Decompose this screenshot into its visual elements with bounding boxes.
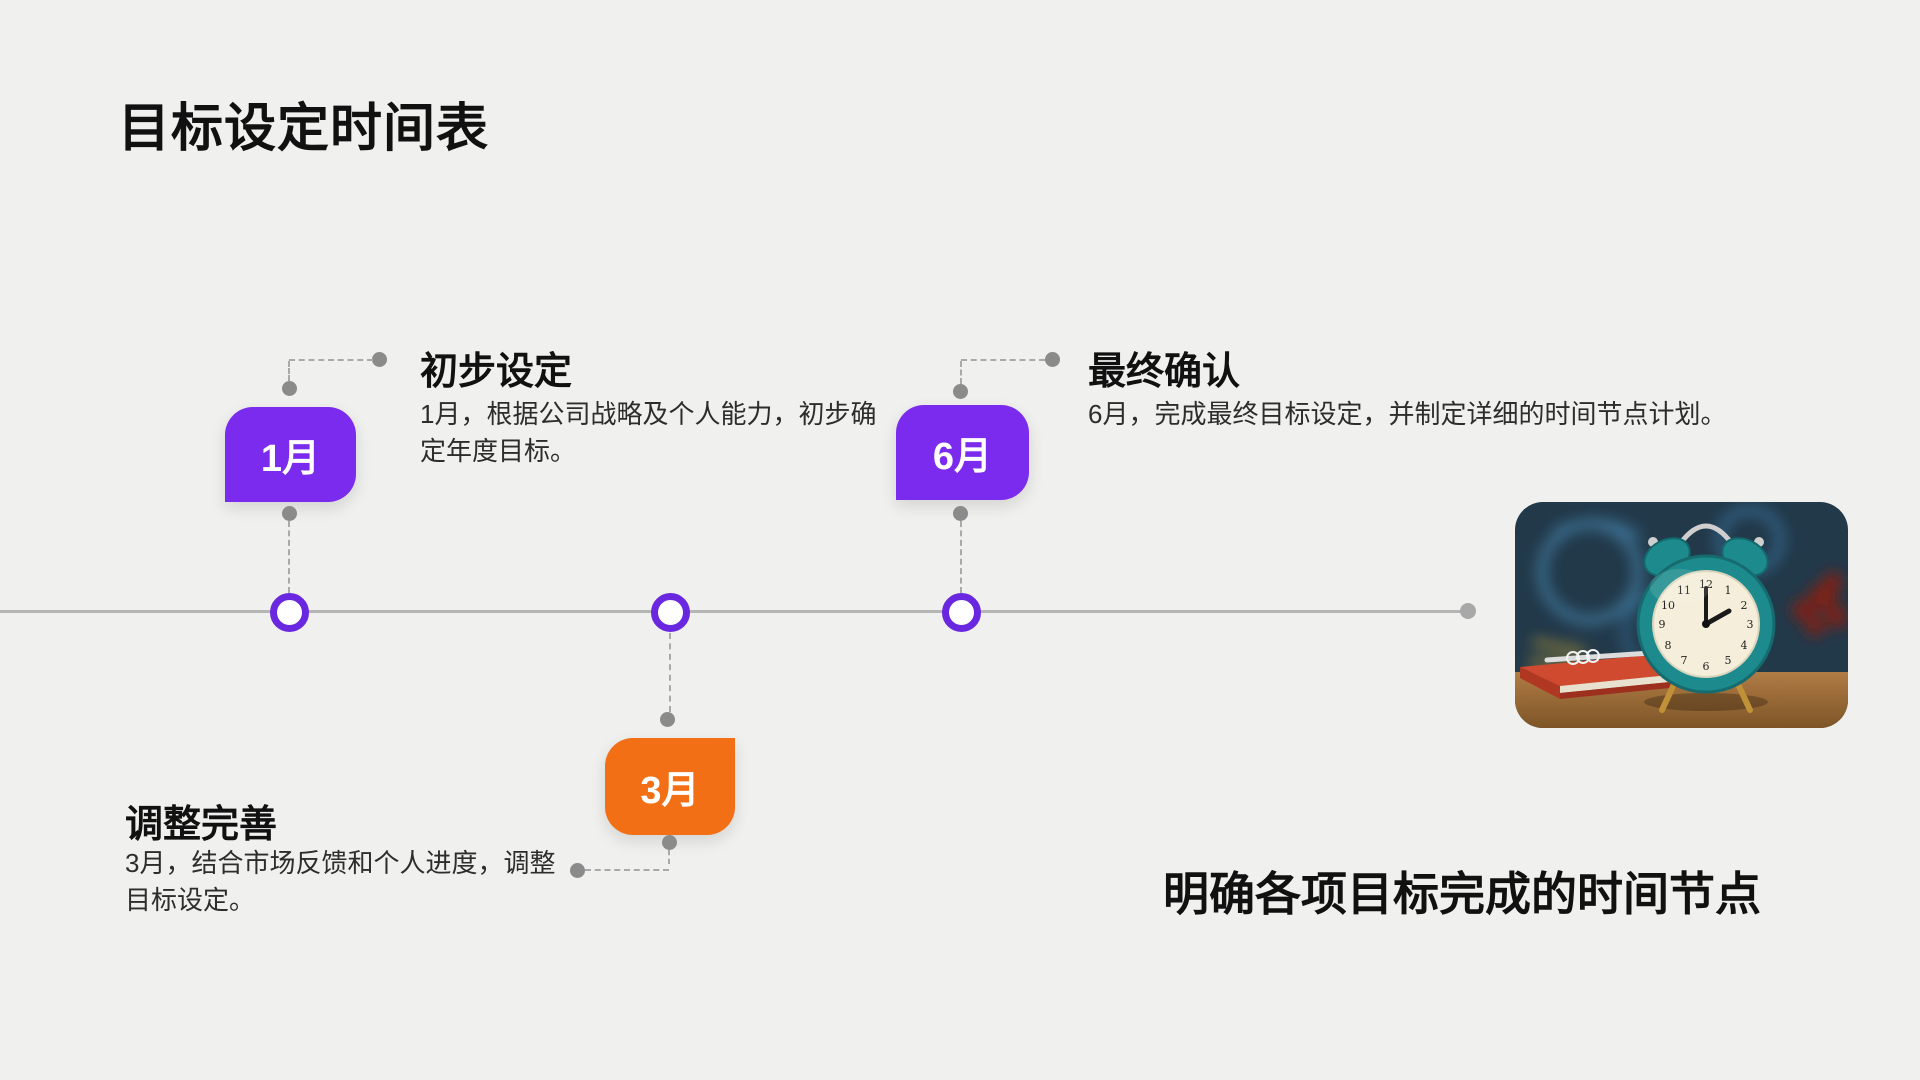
connector-dot xyxy=(570,863,585,878)
svg-text:1: 1 xyxy=(1725,584,1732,597)
connector-line xyxy=(668,850,670,864)
timeline-node-jun xyxy=(942,593,981,632)
svg-text:5: 5 xyxy=(1725,654,1732,667)
timeline-line xyxy=(0,610,1469,613)
month-badge-mar: 3月 xyxy=(605,738,735,835)
milestone-heading-jun: 最终确认 xyxy=(1088,351,1241,393)
connector-dot xyxy=(660,712,675,727)
connector-line xyxy=(669,633,671,712)
connector-line xyxy=(288,361,290,381)
svg-text:2: 2 xyxy=(1741,599,1748,612)
svg-text:9: 9 xyxy=(1659,618,1666,631)
clock-shadow xyxy=(1644,693,1768,711)
connector-dot xyxy=(282,381,297,396)
hour-hand xyxy=(1703,608,1732,627)
connector-dot xyxy=(372,352,387,367)
connector-line xyxy=(585,869,669,871)
month-badge-jun: 6月 xyxy=(896,405,1029,500)
timeline-end-dot xyxy=(1460,603,1476,619)
milestone-body-jan: 1月，根据公司战略及个人能力，初步确定年度目标。 xyxy=(420,399,877,466)
connector-line xyxy=(960,361,962,384)
wire-coil xyxy=(1566,649,1600,665)
svg-text:4: 4 xyxy=(1741,639,1748,652)
slide-caption: 明确各项目标完成的时间节点 xyxy=(1163,868,1761,920)
connector-dot xyxy=(662,835,677,850)
timeline-node-mar xyxy=(651,593,690,632)
connector-line xyxy=(961,359,1045,361)
connector-line xyxy=(960,521,962,593)
clock-legs xyxy=(1659,679,1753,713)
connector-dot xyxy=(953,384,968,399)
svg-text:6: 6 xyxy=(1703,660,1710,673)
page-title: 目标设定时间表 xyxy=(118,100,490,158)
svg-text:10: 10 xyxy=(1661,599,1675,612)
timeline-node-jan xyxy=(270,593,309,632)
svg-text:8: 8 xyxy=(1665,639,1672,652)
svg-text:3: 3 xyxy=(1747,618,1754,631)
connector-dot xyxy=(282,506,297,521)
milestone-heading-mar: 调整完善 xyxy=(125,804,278,846)
month-badge-jan: 1月 xyxy=(225,407,356,502)
milestone-heading-jan: 初步设定 xyxy=(420,351,573,393)
connector-line xyxy=(288,521,290,593)
connector-dot xyxy=(953,506,968,521)
milestone-body-mar: 3月，结合市场反馈和个人进度，调整目标设定。 xyxy=(125,848,556,915)
svg-text:12: 12 xyxy=(1699,578,1713,591)
milestone-body-jun: 6月，完成最终目标设定，并制定详细的时间节点计划。 xyxy=(1088,399,1727,429)
svg-text:11: 11 xyxy=(1677,584,1691,597)
connector-line xyxy=(289,359,373,361)
clock-handle xyxy=(1677,523,1735,547)
svg-text:7: 7 xyxy=(1681,654,1688,667)
connector-dot xyxy=(1045,352,1060,367)
